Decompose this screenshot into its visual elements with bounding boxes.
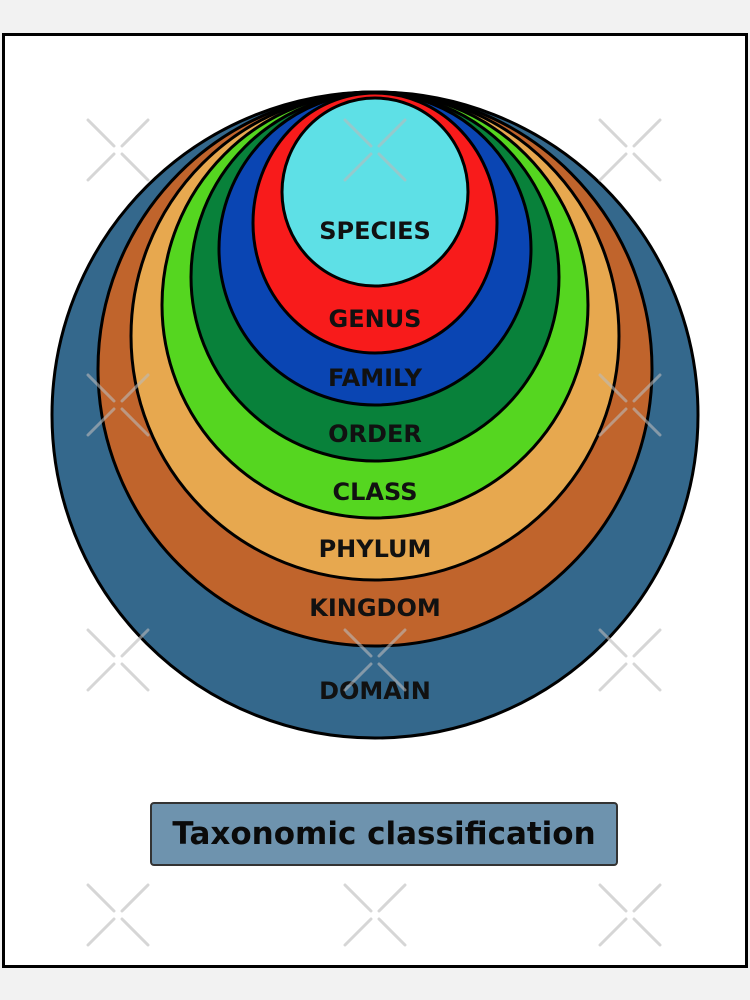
label-genus: GENUS	[329, 305, 422, 333]
diagram-title: Taxonomic classification	[150, 802, 618, 866]
watermark-x-icon	[86, 118, 150, 182]
watermark-x-icon	[343, 883, 407, 947]
watermark-x-icon	[343, 628, 407, 692]
ring-species	[280, 96, 470, 288]
watermark-x-icon	[598, 118, 662, 182]
watermark-x-icon	[598, 883, 662, 947]
label-phylum: PHYLUM	[319, 535, 432, 563]
label-class: CLASS	[333, 478, 418, 506]
label-kingdom: KINGDOM	[309, 594, 441, 622]
watermark-x-icon	[598, 373, 662, 437]
label-order: ORDER	[328, 420, 422, 448]
watermark-x-icon	[86, 373, 150, 437]
watermark-x-icon	[86, 628, 150, 692]
label-domain: DOMAIN	[319, 677, 431, 705]
label-species: SPECIES	[319, 217, 431, 245]
watermark-x-icon	[598, 628, 662, 692]
watermark-x-icon	[86, 883, 150, 947]
label-family: FAMILY	[328, 364, 423, 392]
watermark-x-icon	[343, 118, 407, 182]
